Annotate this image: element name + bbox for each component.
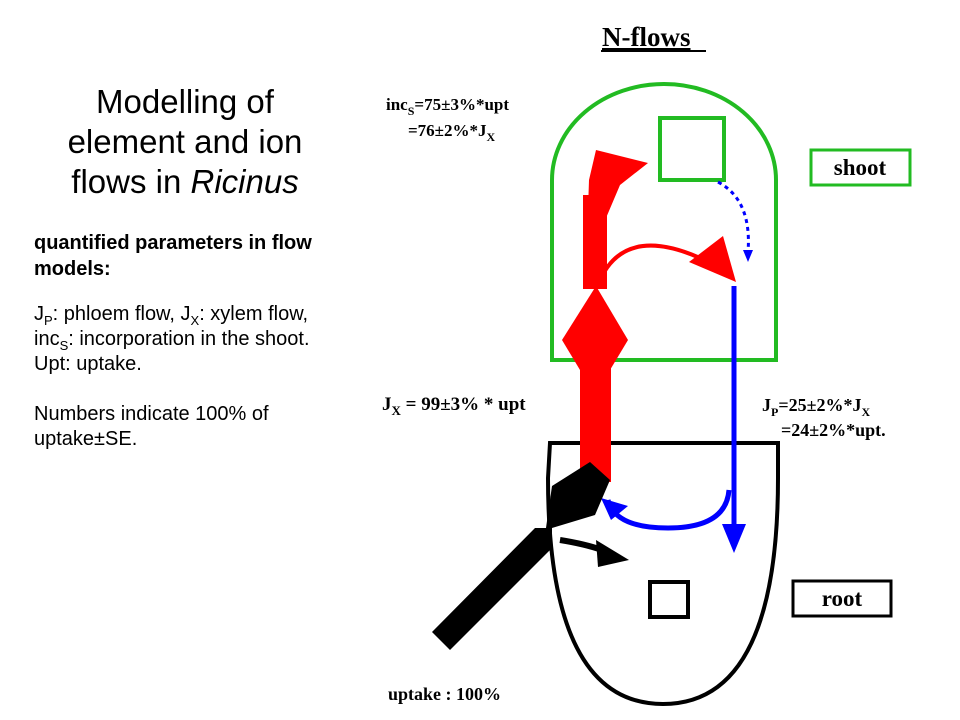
phloem-definition: : phloem flow, bbox=[52, 303, 181, 325]
jx-label-symbol: J bbox=[382, 394, 392, 415]
diagram-title: N-flows bbox=[602, 22, 691, 52]
phloem-return-arrowhead bbox=[601, 498, 628, 520]
uptake-arrow bbox=[432, 462, 610, 650]
shoot-label: shoot bbox=[834, 155, 887, 180]
uptake-label: uptake : 100% bbox=[388, 684, 501, 704]
jx-label-value: = 99±3% * upt bbox=[401, 394, 526, 415]
root-label: root bbox=[822, 586, 863, 611]
xylem-definition: : xylem flow, inc bbox=[34, 303, 309, 350]
jp-label-value: =25±2%*J bbox=[778, 395, 861, 415]
inc-subscript-s: S bbox=[408, 104, 415, 118]
phloem-return-loop bbox=[605, 489, 732, 531]
title-line-2: element and ion bbox=[67, 123, 303, 160]
inc-subscript: S bbox=[59, 338, 69, 353]
root-pool-box bbox=[648, 580, 690, 619]
xylem-arrowhead-upper bbox=[588, 150, 648, 218]
shoot-label-box bbox=[809, 148, 912, 187]
jp-label-symbol: J bbox=[762, 395, 771, 415]
inc-value-jx: =76±2%*J bbox=[408, 121, 487, 140]
jp-line-2: =24±2%*upt. bbox=[781, 420, 886, 440]
xylem-branch-to-shoot bbox=[598, 243, 701, 281]
root-compartment bbox=[545, 441, 780, 707]
jp-line-1: JP=25±2%*JX bbox=[762, 395, 870, 419]
xylem-branch-arrowhead bbox=[689, 236, 736, 282]
jx-label: JX = 99±3% * upt bbox=[382, 394, 526, 418]
slide-title: Modelling of element and ion flows in Ri… bbox=[30, 82, 340, 202]
incorporation-definition: : incorporation in the shoot. Upt: uptak… bbox=[34, 328, 310, 375]
title-species: Ricinus bbox=[190, 163, 299, 200]
inc-symbol: inc bbox=[386, 95, 408, 114]
dotted-flow-arrowhead bbox=[743, 250, 753, 262]
root-label-box bbox=[791, 579, 893, 618]
jp-label-subscript: P bbox=[771, 405, 778, 419]
uptake-branch bbox=[559, 537, 603, 553]
title-line-1: Modelling of bbox=[96, 83, 274, 120]
jx-label-subscript: X bbox=[392, 403, 402, 418]
inc-line-1: incS=75±3%*upt bbox=[386, 95, 509, 118]
shoot-pool-box bbox=[658, 116, 726, 182]
phloem-arrowhead bbox=[722, 524, 746, 553]
params-heading: quantified parameters in flow models: bbox=[34, 232, 312, 280]
numbers-note: Numbers indicate 100% of uptake±SE. bbox=[34, 403, 269, 450]
inc-line-2: =76±2%*JX bbox=[408, 121, 496, 144]
jp-subscript: P bbox=[44, 313, 53, 328]
inc-value-upt: =75±3%*upt bbox=[414, 95, 509, 114]
jp-label-subscript-x: X bbox=[861, 405, 870, 419]
shoot-compartment bbox=[550, 82, 778, 362]
jx-subscript: X bbox=[190, 313, 200, 328]
uptake-branch-arrowhead bbox=[596, 540, 629, 567]
parameter-definitions: JP: phloem flow, JX: xylem flow, incS: i… bbox=[34, 302, 334, 377]
xylem-arrowhead-lower bbox=[562, 286, 628, 380]
inc-subscript-x: X bbox=[487, 130, 496, 144]
title-line-3-prefix: flows in bbox=[71, 163, 191, 200]
jx-symbol: J bbox=[180, 303, 191, 325]
title-line-3: flows in Ricinus bbox=[30, 162, 340, 202]
jp-symbol: J bbox=[34, 303, 44, 325]
